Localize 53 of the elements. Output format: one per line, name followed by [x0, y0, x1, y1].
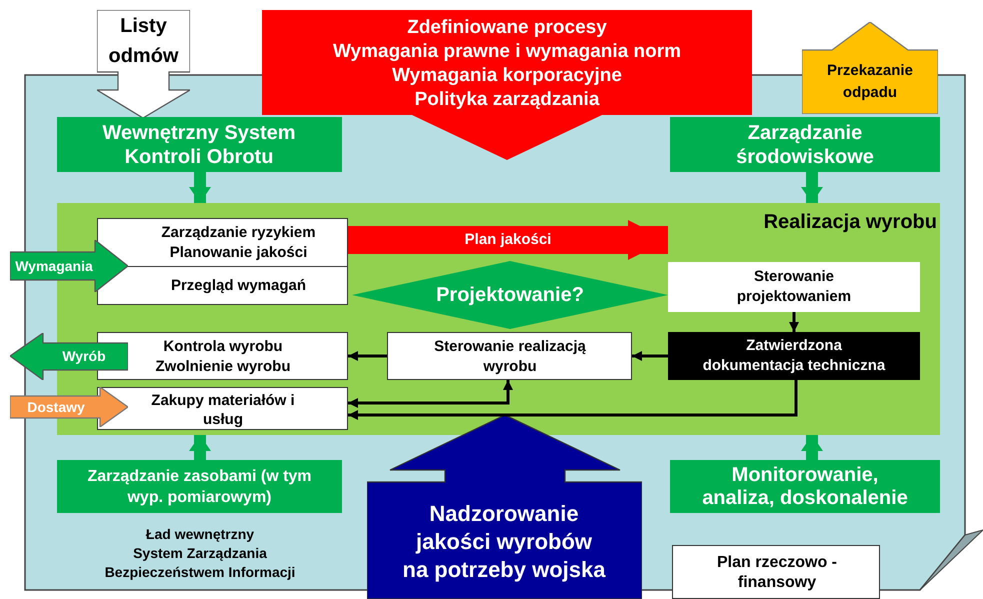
node-label: Realizacja wyrobu: [764, 210, 937, 235]
arrow: [348, 380, 798, 420]
process-box: [668, 262, 920, 312]
node-label: Wymagania prawne i wymagania norm: [332, 40, 682, 64]
note-text: System Zarządzania Bezpieczeństwem Informacji: [104, 544, 296, 582]
process-box: [97, 387, 348, 430]
node-label: Zarządzanie zasobami (w tym wyp. pomiarowym): [87, 466, 312, 508]
node-label: Kontrola wyrobu Zwolnienie wyrobu: [154, 337, 292, 377]
block-arrow: [802, 22, 938, 114]
process-box: [670, 117, 940, 172]
decision-diamond: [352, 261, 668, 329]
node-label: Przegląd wymagań: [170, 276, 306, 296]
node-label: Zarządzanie ryzykiem: [161, 222, 316, 242]
node-label: Wyrób: [62, 347, 106, 366]
node-label: Wewnętrzny System Kontroli Obrotu: [101, 120, 297, 168]
node-label: Nadzorowanie jakości wyrobów na potrzeby wojska: [402, 500, 606, 584]
node-label: Przekazanie odpadu: [826, 60, 914, 103]
process-box: [57, 460, 342, 513]
process-box: [672, 545, 880, 599]
node-label: Wymagania: [15, 256, 93, 276]
node-label: Polityka zarządzania: [414, 88, 600, 112]
block-arrow: [97, 10, 190, 118]
node-label: Zakupy materiałów i usług: [150, 390, 296, 428]
node-label: Zdefiniowane procesy: [407, 16, 607, 40]
block-arrow: [10, 387, 128, 427]
node-label: Zatwierdzona dokumentacja techniczna: [702, 336, 886, 376]
arrow: [801, 435, 823, 460]
arrow: [789, 312, 799, 332]
process-box: [668, 332, 920, 380]
block-arrow: [10, 333, 128, 380]
process-box: [387, 332, 632, 380]
node-label: Zarządzanie środowiskowe: [735, 120, 875, 168]
process-box: [57, 117, 342, 172]
node-label: Sterowanie projektowaniem: [736, 267, 852, 307]
node-label: Listy odmów: [108, 14, 180, 69]
node-label: Wymagania korporacyjne: [392, 64, 622, 88]
node-label: Sterowanie realizacją wyrobu: [433, 337, 587, 377]
arrow: [348, 380, 513, 408]
process-box: [97, 218, 348, 305]
arrow: [801, 172, 823, 203]
block-arrow: [10, 240, 128, 292]
node-label: Monitorowanie, analiza, doskonalenie: [701, 464, 909, 510]
node-label: Projektowanie?: [436, 283, 584, 308]
node-label: Plan rzeczowo - finansowy: [716, 553, 838, 593]
node-label: Planowanie jakości: [170, 242, 308, 262]
node-label: Dostawy: [27, 398, 85, 417]
process-box: [670, 460, 940, 513]
arrow: [189, 435, 211, 460]
note-text: Ład wewnętrzny: [144, 525, 256, 544]
block-arrow: [367, 415, 642, 599]
arrow: [189, 172, 211, 203]
arrow: [632, 351, 668, 361]
arrow: [348, 351, 387, 361]
